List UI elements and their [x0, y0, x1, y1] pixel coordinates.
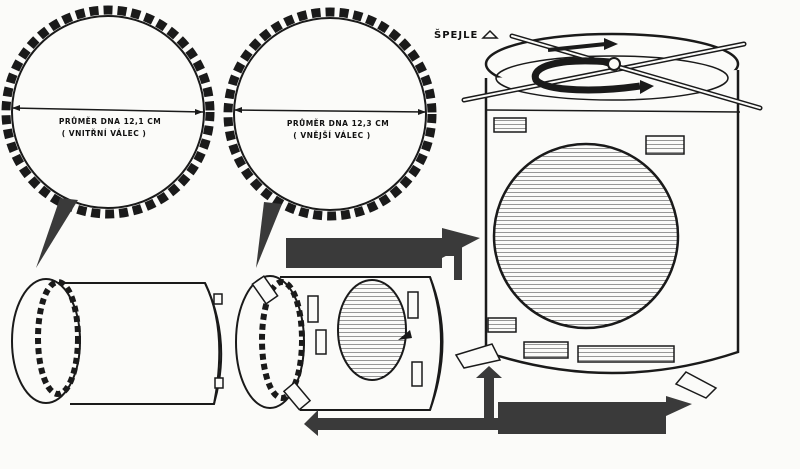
stove-foot — [454, 343, 502, 369]
slot — [407, 291, 419, 319]
diameter-arrow-right-icon — [418, 109, 426, 115]
diameter-arrow-left-icon — [12, 105, 20, 111]
diameter-arrow-right-icon — [195, 109, 203, 115]
bent-tab — [282, 381, 312, 411]
pointer-wedge-outer — [256, 202, 282, 268]
callout-arrow-top — [286, 228, 480, 280]
assembled-stove — [454, 32, 763, 399]
inner-diameter-label: PRŮMĚR DNA 12,1 CM — [59, 117, 161, 126]
inner-diameter-line — [11, 107, 204, 113]
slot — [411, 361, 423, 387]
outer-diameter-line — [233, 109, 427, 113]
outer-diameter-label: PRŮMĚR DNA 12,3 CM — [287, 119, 389, 128]
skewer-crossing — [607, 57, 621, 71]
stove-foot — [674, 371, 718, 399]
inner-arrow-icon — [398, 330, 412, 340]
inner-cylinder — [11, 278, 224, 405]
slot — [523, 341, 569, 359]
skewers-label: ŠPEJLE — [434, 28, 478, 41]
slot — [577, 345, 675, 363]
outer-bottom-disc: PRŮMĚR DNA 12,3 CM ( VNĚJŠÍ VÁLEC ) — [223, 7, 437, 221]
pointer-wedge-inner — [36, 198, 78, 268]
slot — [307, 295, 319, 323]
outer-cylinder-label: ( VNĚJŠÍ VÁLEC ) — [293, 131, 370, 140]
callout-arrow-bottom — [304, 366, 692, 436]
slot — [487, 317, 517, 333]
slot — [645, 135, 685, 155]
stove-window — [492, 142, 680, 330]
diameter-arrow-left-icon — [234, 107, 242, 113]
slot — [315, 329, 327, 355]
inner-bottom-disc: PRŮMĚR DNA 12,1 CM ( VNITŘNÍ VÁLEC ) — [1, 5, 215, 219]
rotation-arrow-icon — [531, 57, 641, 94]
slot — [493, 117, 527, 133]
outer-cylinder — [235, 275, 444, 411]
bent-tab — [251, 275, 279, 305]
window-opening — [337, 279, 407, 381]
rotation-arrowhead-icon — [640, 80, 654, 94]
triangle-icon — [481, 29, 499, 39]
inner-cylinder-label: ( VNITŘNÍ VÁLEC ) — [62, 129, 147, 138]
